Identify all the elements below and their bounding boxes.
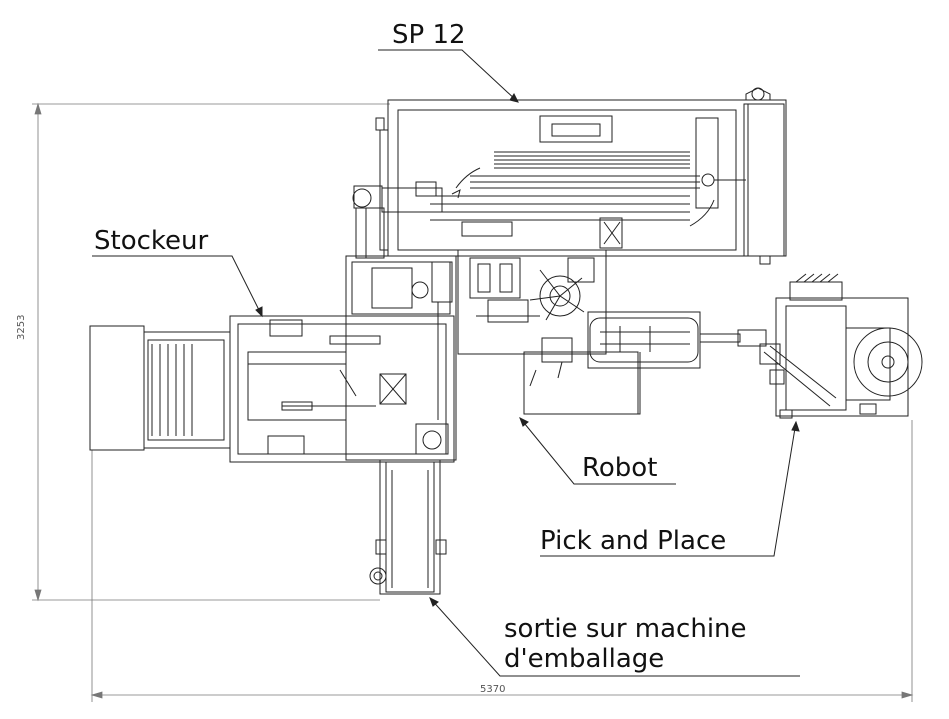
dimension-height: [32, 104, 390, 600]
robot-zone: [458, 250, 640, 414]
label-sortie-line1: sortie sur machine: [504, 614, 747, 644]
dimension-width-value: 5370: [480, 684, 506, 695]
label-stockeur: Stockeur: [94, 226, 209, 256]
label-robot: Robot: [582, 453, 658, 483]
dimension-width: [92, 420, 912, 702]
transfer-arm: [588, 312, 766, 368]
leader-lines: [92, 50, 800, 676]
label-pick-and-place: Pick and Place: [540, 526, 727, 556]
sp12-machine: [353, 88, 786, 264]
stockeur: [90, 256, 456, 462]
label-sp12: SP 12: [392, 20, 466, 50]
label-sortie-line2: d'emballage: [504, 644, 665, 674]
dimension-height-value: 3253: [16, 314, 27, 340]
pick-and-place-unit: [760, 274, 922, 418]
output-conveyor: [370, 460, 446, 594]
